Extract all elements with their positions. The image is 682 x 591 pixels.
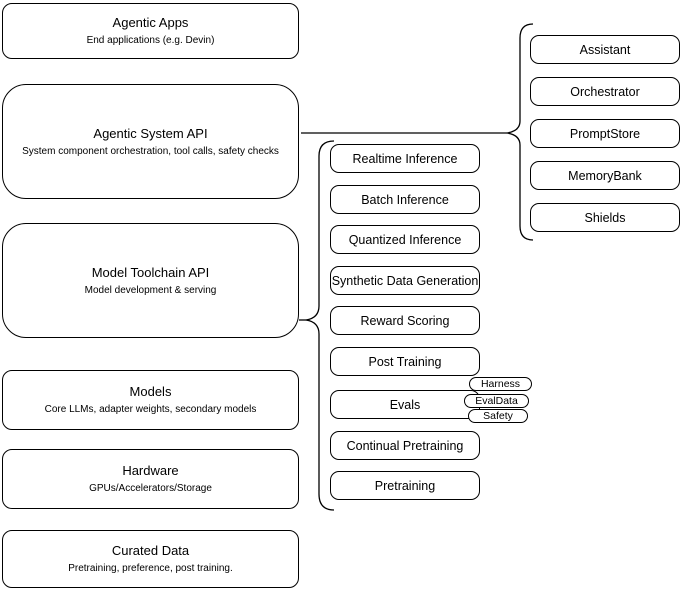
node-promptstore: PromptStore	[530, 119, 680, 148]
node-quantized-inference: Quantized Inference	[330, 225, 480, 254]
node-subtitle: End applications (e.g. Devin)	[86, 35, 215, 46]
node-title: Model Toolchain API	[91, 264, 210, 280]
node-title: Agentic System API	[93, 125, 208, 141]
node-pretraining: Pretraining	[330, 471, 480, 500]
node-title: Hardware	[122, 463, 179, 478]
node-evals: Evals	[330, 390, 480, 419]
node-synthetic-data-generation: Synthetic Data Generation	[330, 266, 480, 295]
toolchain-brace	[305, 140, 335, 511]
node-memorybank: MemoryBank	[530, 161, 680, 190]
node-batch-inference: Batch Inference	[330, 185, 480, 214]
node-reward-scoring: Reward Scoring	[330, 306, 480, 335]
node-subtitle: GPUs/Accelerators/Storage	[89, 483, 212, 494]
node-orchestrator: Orchestrator	[530, 77, 680, 106]
node-hardware: Hardware GPUs/Accelerators/Storage	[2, 449, 299, 509]
tag-safety: Safety	[468, 409, 528, 423]
node-models: Models Core LLMs, adapter weights, secon…	[2, 370, 299, 430]
node-subtitle: Pretraining, preference, post training.	[68, 563, 233, 574]
node-title: Curated Data	[111, 543, 190, 558]
tag-evaldata: EvalData	[464, 394, 529, 408]
node-continual-pretraining: Continual Pretraining	[330, 431, 480, 460]
node-model-toolchain-api: Model Toolchain API Model development & …	[2, 223, 299, 338]
node-agentic-system-api: Agentic System API System component orch…	[2, 84, 299, 199]
node-subtitle: Model development & serving	[84, 284, 217, 296]
node-subtitle: Core LLMs, adapter weights, secondary mo…	[44, 404, 257, 415]
node-curated-data: Curated Data Pretraining, preference, po…	[2, 530, 299, 588]
node-assistant: Assistant	[530, 35, 680, 64]
node-post-training: Post Training	[330, 347, 480, 376]
node-shields: Shields	[530, 203, 680, 232]
node-title: Agentic Apps	[112, 15, 189, 30]
node-subtitle: System component orchestration, tool cal…	[22, 145, 279, 157]
system-brace	[506, 23, 534, 241]
tag-harness: Harness	[469, 377, 532, 391]
node-title: Models	[129, 384, 172, 399]
node-realtime-inference: Realtime Inference	[330, 144, 480, 173]
node-agentic-apps: Agentic Apps End applications (e.g. Devi…	[2, 3, 299, 59]
